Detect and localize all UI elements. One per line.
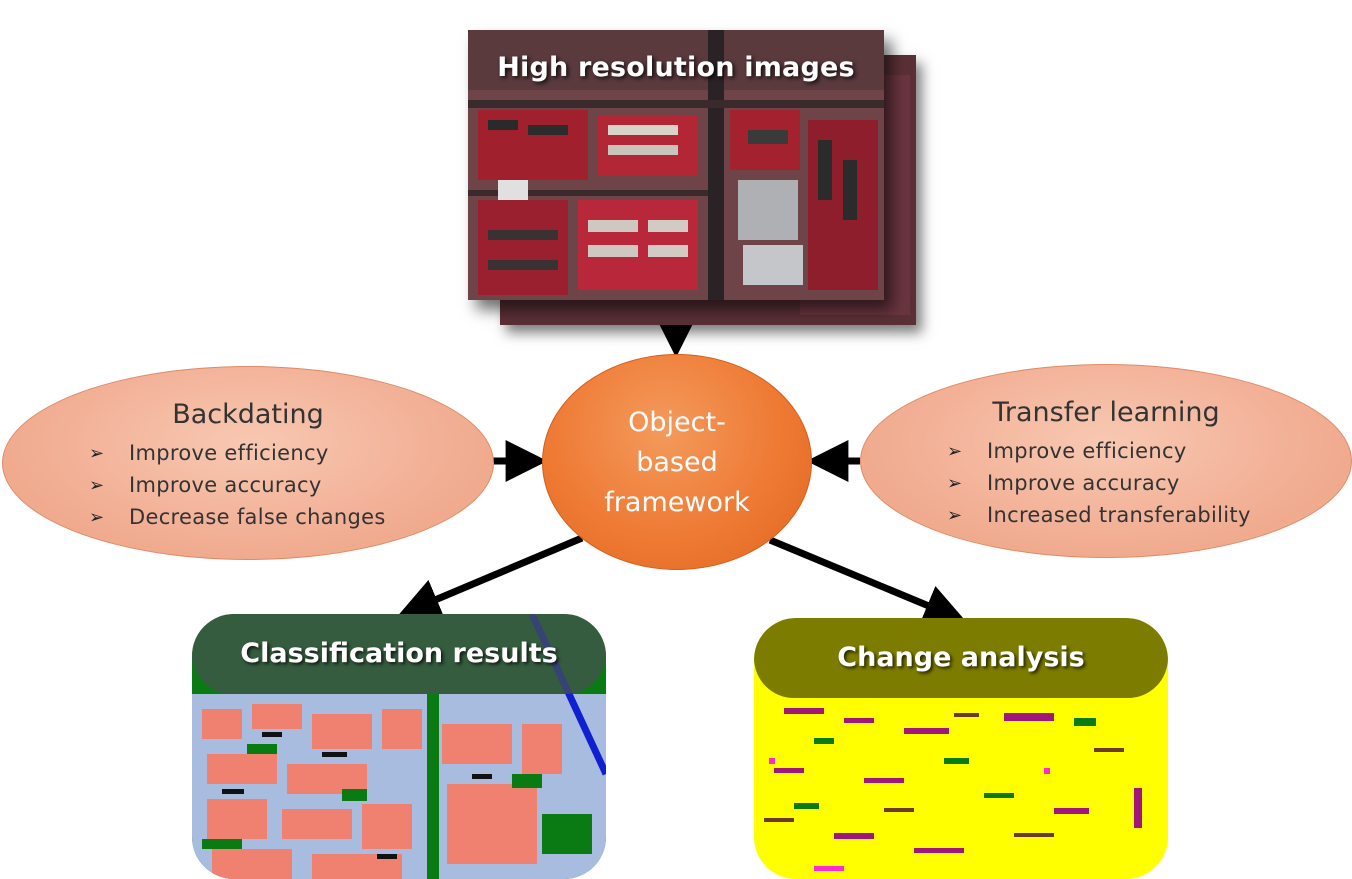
framework-label: Object- based framework [543,403,811,523]
object-based-framework-node: Object- based framework [542,354,812,570]
bullet-text: Improve efficiency [987,439,1187,463]
backdating-bullets: ➢ Improve efficiency ➢ Improve accuracy ➢ D… [89,437,386,533]
change-analysis-map: Change analysis [754,618,1168,879]
arrow-framework-to-classification [397,534,584,619]
list-item: ➢ Improve efficiency [947,435,1251,467]
classification-banner: Classification results [192,614,606,694]
bullet-text: Improve accuracy [129,473,322,497]
change-banner: Change analysis [754,618,1168,698]
transfer-title: Transfer learning [992,397,1220,428]
bullet-text: Decrease false changes [129,505,386,529]
bullet-text: Improve efficiency [129,441,329,465]
backdating-title: Backdating [172,399,324,430]
list-item: ➢ Improve accuracy [89,469,386,501]
images-title: High resolution images [497,52,855,83]
arrow-framework-to-change [768,536,967,625]
satellite-image: High resolution images [468,30,884,300]
bullet-text: Increased transferability [987,503,1251,527]
framework-line: Object- [628,407,726,438]
framework-line: framework [604,487,750,518]
transfer-bullets: ➢ Improve efficiency ➢ Improve accuracy ➢ I… [947,435,1251,531]
framework-line: based [636,447,718,478]
list-item: ➢ Improve accuracy [947,467,1251,499]
arrow-bullet-icon: ➢ [947,472,963,494]
arrow-bullet-icon: ➢ [89,474,105,496]
arrow-bullet-icon: ➢ [89,506,105,528]
backdating-node: Backdating ➢ Improve efficiency ➢ Improve … [2,366,494,560]
arrow-bullet-icon: ➢ [947,504,963,526]
arrow-bullet-icon: ➢ [89,442,105,464]
classification-title: Classification results [240,638,558,669]
change-title: Change analysis [837,642,1085,673]
classification-map: Classification results [192,614,606,879]
list-item: ➢ Improve efficiency [89,437,386,469]
transfer-learning-node: Transfer learning ➢ Improve efficiency ➢ I… [860,364,1352,558]
list-item: ➢ Decrease false changes [89,501,386,533]
list-item: ➢ Increased transferability [947,499,1251,531]
bullet-text: Improve accuracy [987,471,1180,495]
arrow-bullet-icon: ➢ [947,440,963,462]
